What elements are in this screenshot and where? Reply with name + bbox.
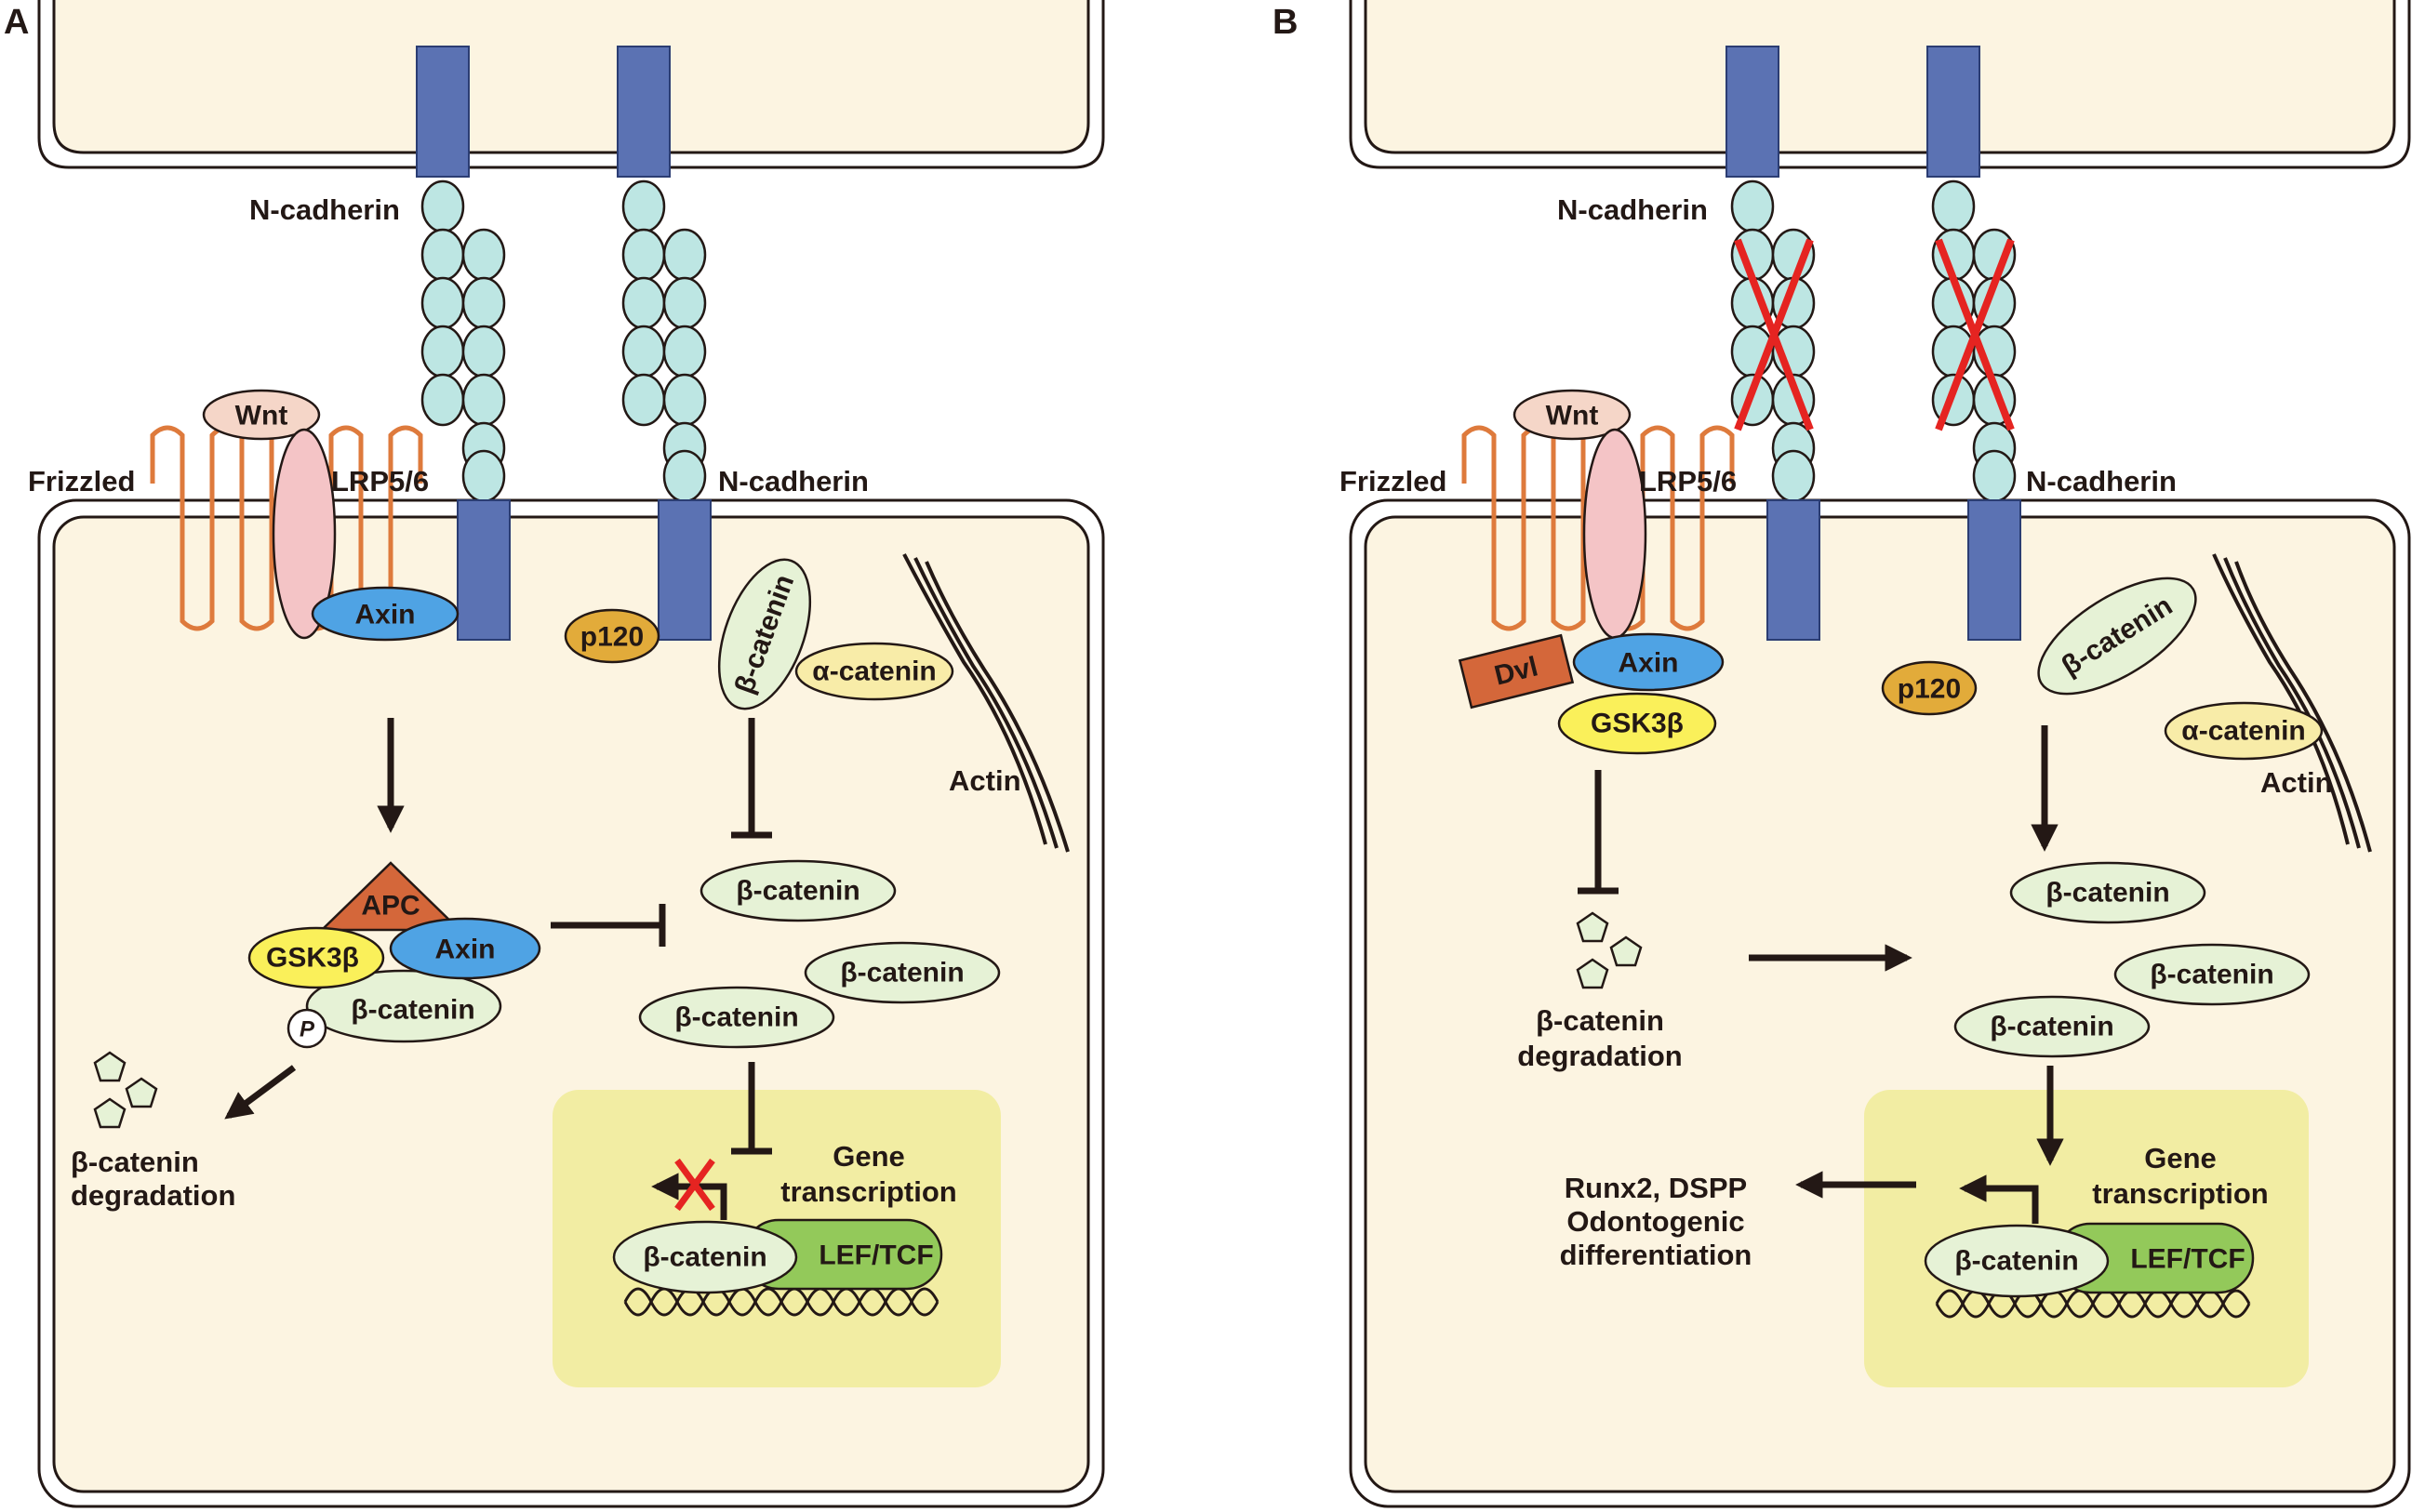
frizzled-label: Frizzled [1339,465,1446,497]
inhibition-complex-to-bcat [551,904,666,947]
wnt-ligand [1512,389,1632,441]
frizzled-label: Frizzled [28,465,135,497]
beta-catenin-free-3 [1953,995,2151,1058]
outcome-line2: Odontogenic [1566,1205,1744,1238]
beta-catenin-nuclear-label: β-catenin [1954,1246,2078,1277]
disrupted-cross-left [1734,238,1814,431]
actin-filaments [902,553,1070,853]
beta-catenin-free-2 [804,941,1001,1004]
p120 [564,608,660,664]
degradation-line1: β-catenin [1536,1004,1664,1037]
wnt-label: Wnt [235,401,288,431]
gene-label-line1: Gene [2144,1142,2217,1174]
gsk3b-complex-label: GSK3β [266,943,359,974]
phosphate-label: P [300,1017,315,1042]
gsk3b-membrane-label: GSK3β [1591,709,1684,739]
beta-catenin-nuclear [612,1220,798,1294]
apc-protein [318,861,463,932]
beta-catenin-free-1-label: β-catenin [736,876,859,907]
transcription-arrow [1959,1174,2039,1224]
n-cadherin-left [416,46,511,641]
upper-cell [1349,0,2411,169]
beta-catenin-membrane: β-catenin [717,558,812,710]
gene-label-line2: transcription [2092,1177,2268,1210]
n-cadherin-right [617,46,712,641]
beta-catenin-nuclear [1924,1224,2110,1298]
degradation-line2: degradation [71,1179,235,1212]
gsk3b-membrane [1557,692,1717,755]
n-cadherin-right-label: N-cadherin [2026,465,2177,497]
axin-complex [389,917,541,980]
axin-membrane-label: Axin [354,600,415,630]
beta-catenin-nuclear-label: β-catenin [643,1242,766,1273]
panel-letter: A [4,3,29,42]
disrupted-cross-right [1935,238,2015,431]
wnt-ligand [202,389,321,441]
alpha-catenin [2164,701,2324,761]
lef-tcf-label: LEF/TCF [819,1240,933,1271]
phosphate-group [286,1008,327,1049]
axin-complex-label: Axin [434,935,495,965]
axin-membrane [311,586,460,642]
apc-label: APC [361,891,420,922]
actin-label: Actin [949,764,1021,797]
inhibition-to-nucleus [731,1062,772,1155]
alpha-catenin-label: α-catenin [2181,716,2305,747]
n-cadherin-right-label: N-cadherin [718,465,869,497]
gene-label-line1: Gene [833,1140,905,1173]
beta-catenin-complex-label: β-catenin [351,995,474,1026]
n-cadherin-left [1725,46,1820,641]
blocked-transcription-arrow [651,1173,727,1220]
outcome-line3: differentiation [1560,1239,1752,1271]
alpha-catenin [794,642,954,701]
inhibition-of-degradation [1578,770,1619,895]
arrow-to-degradation [224,1065,297,1120]
dna-helix [623,1287,939,1317]
n-cadherin-right [1926,46,2021,641]
n-cadherin-top-label: N-cadherin [1557,193,1708,226]
lrp-receptor [272,428,337,640]
beta-catenin-free-3 [638,986,835,1049]
actin-filaments [2212,553,2372,853]
degradation-fragments [93,1051,158,1129]
beta-catenin-free-2-label: β-catenin [2150,960,2273,990]
panel-letter: B [1272,3,1298,42]
blocked-cross [674,1158,715,1212]
beta-catenin-free-1 [700,859,897,922]
degradation-fragments [1576,911,1643,989]
actin-label: Actin [2260,766,2333,799]
upper-cell [37,0,1105,169]
p120 [1881,660,1978,716]
lrp-label: LRP5/6 [1639,465,1737,497]
axin-membrane-label: Axin [1618,648,1678,679]
dna-helix [1935,1289,2251,1319]
degradation-line2: degradation [1517,1040,1682,1072]
lef-tcf-label: LEF/TCF [2130,1244,2245,1275]
beta-catenin-free-3-label: β-catenin [1990,1012,2113,1042]
gsk3b-complex [247,926,385,989]
dvl: Dvl [1458,633,1575,710]
outcome-line1: Runx2, DSPP [1565,1172,1747,1204]
panel-b: B [1272,0,2411,1508]
n-cadherin-top-label: N-cadherin [249,193,400,226]
p120-label: p120 [580,622,644,653]
destruction-complex: APC β-catenin GSK3β Axin P [247,861,541,1049]
alpha-catenin-label: α-catenin [812,657,936,687]
inhibition-membrane-to-bcat [731,718,772,839]
gene-label-line2: transcription [780,1175,956,1208]
beta-catenin-free-1 [2009,861,2206,924]
beta-catenin-complex [305,969,502,1043]
lrp-receptor [1582,428,1647,640]
beta-catenin-free-3-label: β-catenin [674,1002,798,1033]
beta-catenin-free-2-label: β-catenin [840,958,964,988]
degradation-line1: β-catenin [71,1146,199,1178]
beta-catenin-free-2 [2113,943,2311,1006]
lrp-label: LRP5/6 [331,465,429,497]
panel-a: A [4,0,1105,1508]
beta-catenin-free-1-label: β-catenin [2045,878,2169,909]
axin-membrane [1572,632,1725,692]
wnt-label: Wnt [1546,401,1599,431]
p120-label: p120 [1898,674,1961,705]
